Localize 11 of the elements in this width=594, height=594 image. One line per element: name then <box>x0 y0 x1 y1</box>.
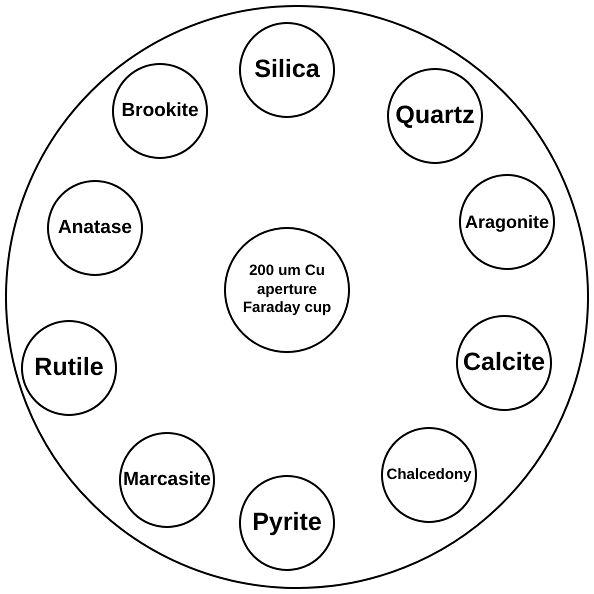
sample-label: Rutile <box>34 352 104 384</box>
sample-label: Anatase <box>58 216 132 240</box>
sample-label: Marcasite <box>123 468 211 492</box>
sample-label: Brookite <box>121 99 199 123</box>
sample-label: Chalcedony <box>386 466 472 484</box>
sample-label: Silica <box>254 54 320 86</box>
sample-label: Quartz <box>395 100 475 132</box>
sample-label: Aragonite <box>464 210 549 234</box>
sample-label: Calcite <box>463 347 545 378</box>
sample-label: Pyrite <box>252 507 322 538</box>
sample-label: 200 um Cu aperture Faraday cup <box>242 262 332 318</box>
